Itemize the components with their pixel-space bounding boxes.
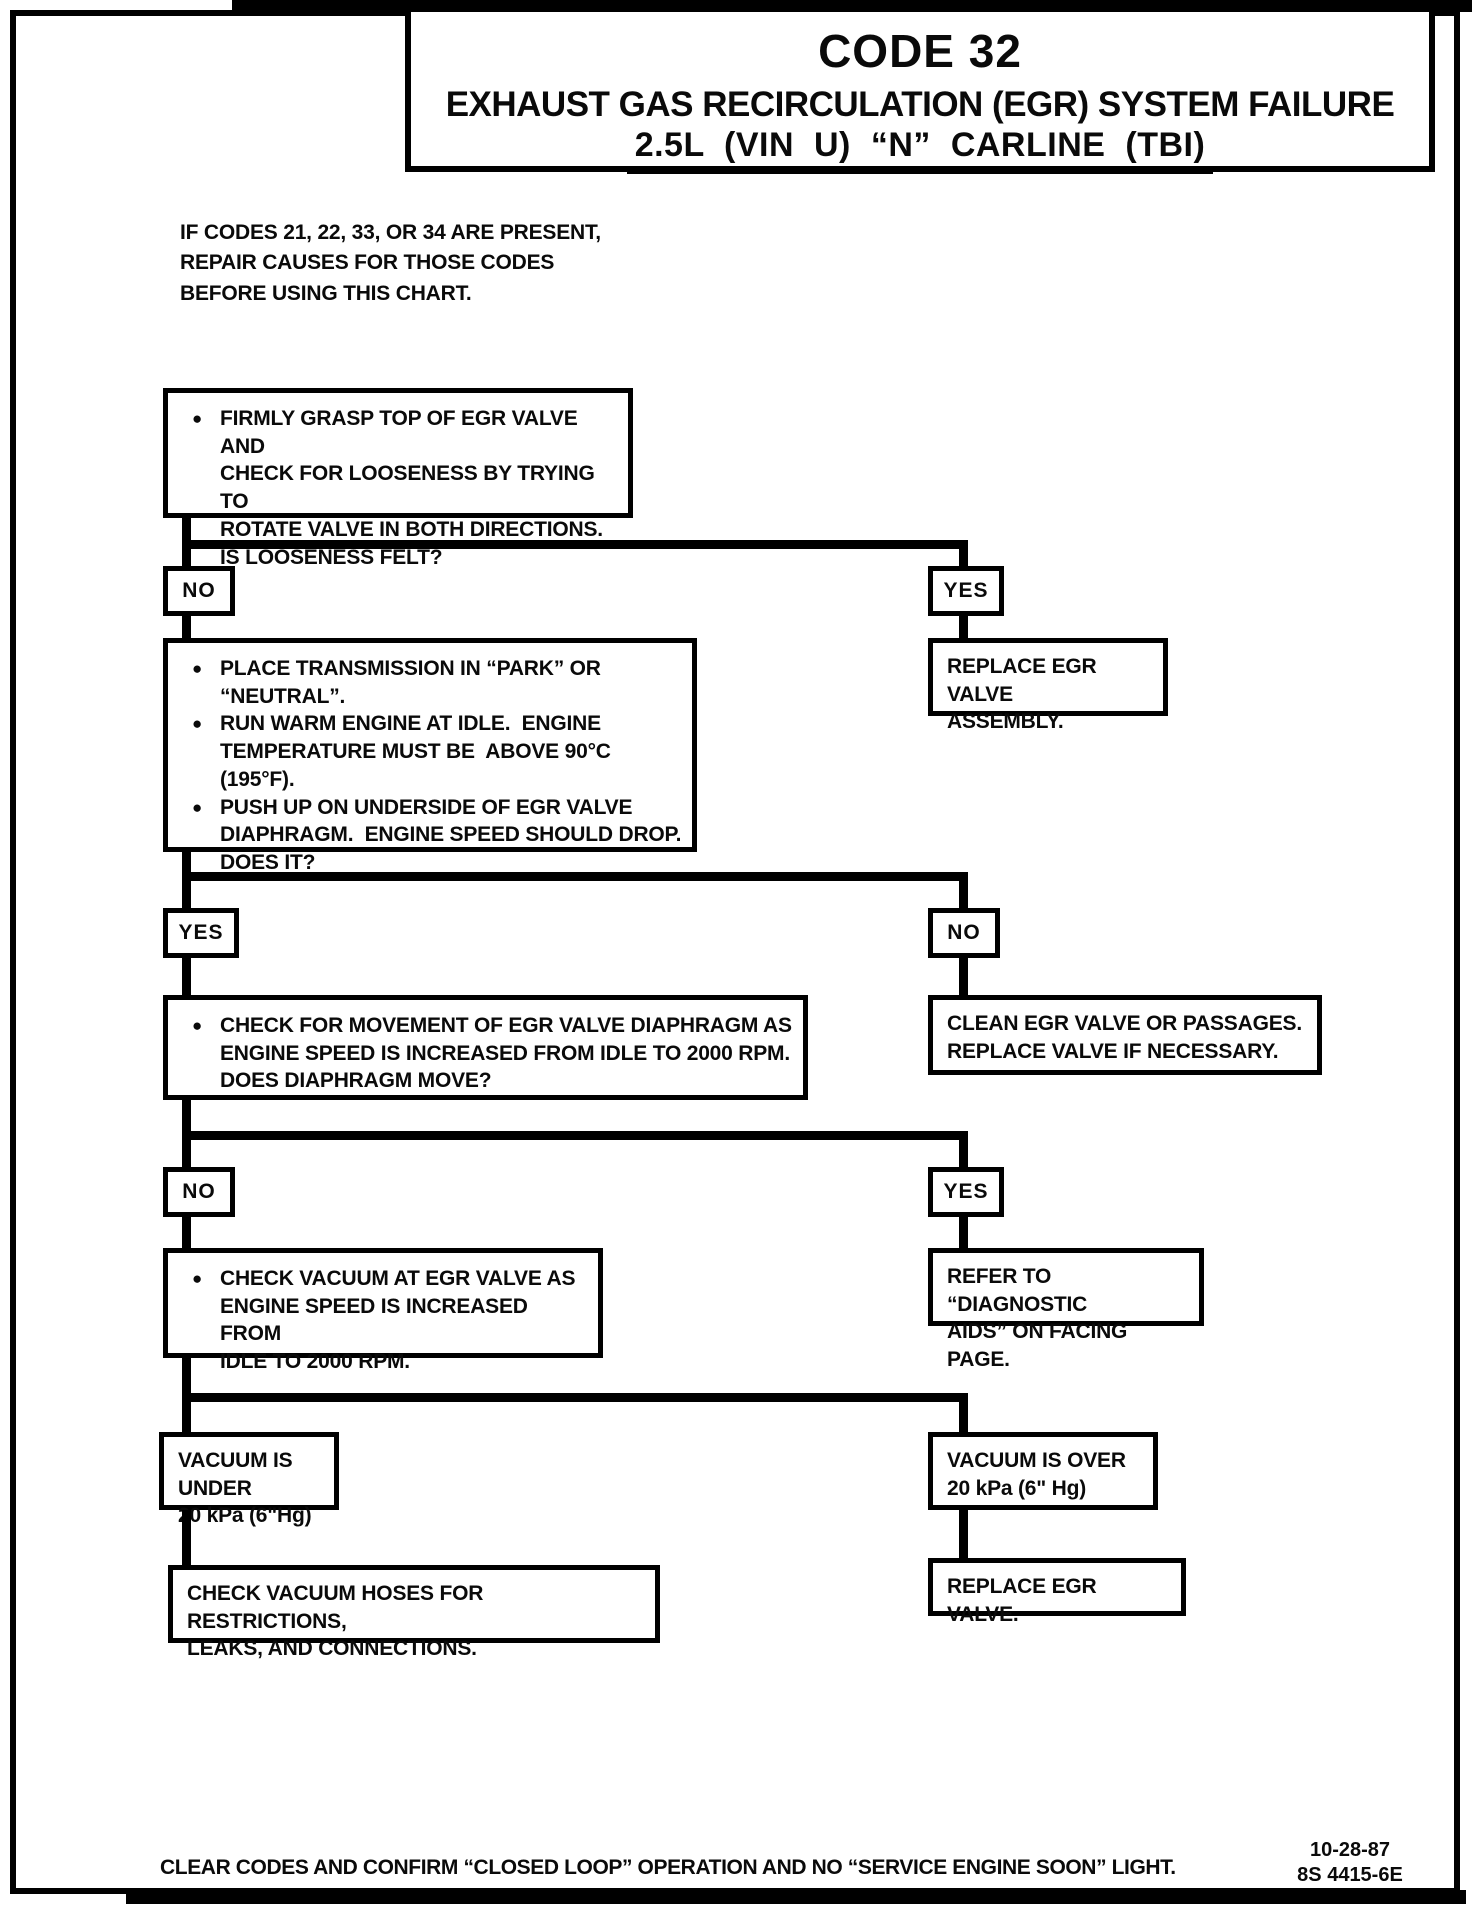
footer-instruction: CLEAR CODES AND CONFIRM “CLOSED LOOP” OP… <box>160 1856 1176 1879</box>
vacuum-under-text: VACUUM IS UNDER 20 kPa (6"Hg) <box>178 1449 312 1528</box>
branch3-no-label: NO <box>163 1167 235 1217</box>
replace-valve-text: REPLACE EGR VALVE. <box>947 1575 1103 1626</box>
step1-text: FIRMLY GRASP TOP OF EGR VALVE AND CHECK … <box>220 407 603 569</box>
intro-note: IF CODES 21, 22, 33, OR 34 ARE PRESENT, … <box>180 221 601 305</box>
clean-valve-text: CLEAN EGR VALVE OR PASSAGES. REPLACE VAL… <box>947 1012 1302 1063</box>
branch2-yes-text: YES <box>178 921 224 944</box>
connector-yes2-down <box>182 958 191 995</box>
step3-text: CHECK FOR MOVEMENT OF EGR VALVE DIAPHRAG… <box>220 1014 792 1093</box>
connector-branch3-right <box>959 1140 968 1167</box>
connector-over-down <box>959 1510 968 1558</box>
branch3-yes-label: YES <box>928 1167 1004 1217</box>
clean-valve-box: CLEAN EGR VALVE OR PASSAGES. REPLACE VAL… <box>928 995 1322 1075</box>
doc-date: 10-28-87 <box>1309 1839 1391 1861</box>
connector-no2-down <box>959 958 968 995</box>
step3-box: ● CHECK FOR MOVEMENT OF EGR VALVE DIAPHR… <box>163 995 808 1100</box>
vacuum-under-box: VACUUM IS UNDER 20 kPa (6"Hg) <box>159 1432 339 1527</box>
connector-branch2-right <box>959 881 968 908</box>
page-title-engine-line: 2.5L (VIN U) “N” CARLINE (TBI) <box>626 126 1214 174</box>
connector-under-down <box>182 1510 191 1565</box>
page-title-code: CODE 32 <box>818 25 1022 77</box>
branch1-no-label: NO <box>163 566 235 616</box>
step2-item2-text: RUN WARM ENGINE AT IDLE. ENGINE TEMPERAT… <box>220 712 611 791</box>
step2-item1-text: PLACE TRANSMISSION IN “PARK” OR “NEUTRAL… <box>220 657 601 708</box>
scan-bottom-bar <box>126 1890 1466 1904</box>
replace-assembly-text: REPLACE EGR VALVE ASSEMBLY. <box>947 655 1097 734</box>
step2-item3-text: PUSH UP ON UNDERSIDE OF EGR VALVE DIAPHR… <box>220 795 682 875</box>
connector-branch1-right <box>959 549 968 566</box>
step2-box: ● PLACE TRANSMISSION IN “PARK” OR “NEUTR… <box>163 638 697 874</box>
step4-box: ● CHECK VACUUM AT EGR VALVE AS ENGINE SP… <box>163 1248 603 1373</box>
connector-branch3-horizontal <box>182 1131 968 1140</box>
replace-valve-box: REPLACE EGR VALVE. <box>928 1558 1186 1626</box>
branch3-yes-text: YES <box>943 1180 989 1203</box>
bullet-icon: ● <box>191 714 203 734</box>
bullet-icon: ● <box>191 1016 203 1035</box>
vacuum-over-box: VACUUM IS OVER 20 kPa (6" Hg) <box>928 1432 1158 1510</box>
bullet-icon: ● <box>191 797 203 817</box>
connector-yes3-down <box>959 1217 968 1248</box>
check-hoses-box: CHECK VACUUM HOSES FOR RESTRICTIONS, LEA… <box>168 1565 660 1660</box>
refer-aids-box: REFER TO “DIAGNOSTIC AIDS” ON FACING PAG… <box>928 1248 1204 1371</box>
refer-aids-text: REFER TO “DIAGNOSTIC AIDS” ON FACING PAG… <box>947 1265 1128 1372</box>
branch1-yes-text: YES <box>943 579 989 602</box>
bullet-icon: ● <box>191 409 203 428</box>
branch2-no-text: NO <box>947 921 981 944</box>
connector-branch4-horizontal <box>182 1393 968 1402</box>
connector-no3-down <box>182 1217 191 1248</box>
vacuum-over-text: VACUUM IS OVER 20 kPa (6" Hg) <box>947 1449 1126 1500</box>
doc-id-block: 10-28-87 8S 4415-6E <box>1270 1838 1430 1888</box>
branch3-no-text: NO <box>182 1180 216 1203</box>
replace-assembly-box: REPLACE EGR VALVE ASSEMBLY. <box>928 638 1168 733</box>
step4-text: CHECK VACUUM AT EGR VALVE AS ENGINE SPEE… <box>220 1267 576 1374</box>
bullet-icon: ● <box>191 659 203 678</box>
branch2-yes-label: YES <box>163 908 239 958</box>
connector-no1-down <box>182 616 191 638</box>
step1-box: ● FIRMLY GRASP TOP OF EGR VALVE AND CHEC… <box>163 388 633 569</box>
page-title-subtitle: EXHAUST GAS RECIRCULATION (EGR) SYSTEM F… <box>445 85 1395 124</box>
doc-code: 8S 4415-6E <box>1297 1864 1403 1886</box>
connector-branch2-horizontal <box>182 872 968 881</box>
connector-branch4-right <box>959 1402 968 1432</box>
title-box: CODE 32 EXHAUST GAS RECIRCULATION (EGR) … <box>405 6 1435 174</box>
branch2-no-label: NO <box>928 908 1000 958</box>
connector-branch1-horizontal <box>182 540 968 549</box>
check-hoses-text: CHECK VACUUM HOSES FOR RESTRICTIONS, LEA… <box>187 1582 484 1661</box>
branch1-no-text: NO <box>182 579 216 602</box>
branch1-yes-label: YES <box>928 566 1004 616</box>
connector-yes1-down <box>959 616 968 638</box>
bullet-icon: ● <box>191 1269 203 1288</box>
